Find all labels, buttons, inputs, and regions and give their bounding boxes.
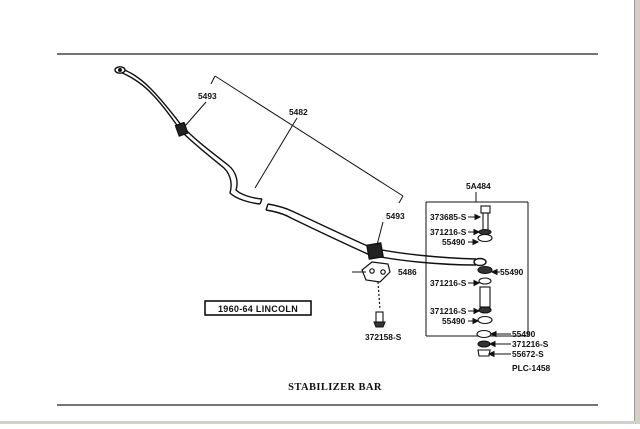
- bolt-372158: [373, 311, 386, 328]
- label-371216-s-d: 371216-S: [512, 339, 549, 349]
- spacer-sleeve: [479, 286, 491, 308]
- bushing-b: [477, 265, 493, 275]
- washer-d: [477, 340, 491, 348]
- label-5486: 5486: [398, 267, 417, 277]
- label-5482: 5482: [289, 107, 308, 117]
- bushing-a: [477, 233, 493, 243]
- label-371216-s-b: 371216-S: [430, 278, 467, 288]
- label-373685-s: 373685-S: [430, 212, 467, 222]
- label-5493-right: 5493: [386, 211, 405, 221]
- label-55490-d: 55490: [512, 329, 536, 339]
- label-55490-c: 55490: [442, 316, 466, 326]
- label-372158-s: 372158-S: [365, 332, 402, 342]
- callout-arrows: [468, 213, 511, 358]
- washer-b: [478, 277, 492, 285]
- bolt-head: [480, 205, 491, 214]
- plate-code: PLC-1458: [512, 363, 551, 373]
- washer-c: [478, 306, 492, 314]
- washer-a: [478, 228, 492, 236]
- link-assembly: [476, 205, 493, 357]
- bushing-c: [477, 315, 493, 325]
- mounting-bracket: [361, 261, 391, 311]
- label-55490-a: 55490: [442, 237, 466, 247]
- stabilizer-bar-right: [265, 203, 487, 267]
- label-55490-b: 55490: [500, 267, 524, 277]
- label-5493-top: 5493: [198, 91, 217, 101]
- assembly-5a484-bracket: [425, 192, 529, 337]
- leader-lines: [184, 75, 404, 273]
- window-scrollbar-edge: [634, 0, 640, 424]
- label-371216-s-c: 371216-S: [430, 306, 467, 316]
- label-55672-s: 55672-S: [512, 349, 544, 359]
- nut: [477, 349, 491, 357]
- model-badge: 1960-64 LINCOLN: [218, 304, 298, 314]
- label-371216-s-a: 371216-S: [430, 227, 467, 237]
- diagram-caption: STABILIZER BAR: [288, 382, 382, 393]
- window-bottom-edge: [0, 421, 640, 424]
- model-badge-box: [204, 300, 312, 316]
- label-5a484: 5A484: [466, 181, 491, 191]
- bushing-d: [476, 329, 492, 339]
- stabilizer-bar-left: [114, 66, 263, 205]
